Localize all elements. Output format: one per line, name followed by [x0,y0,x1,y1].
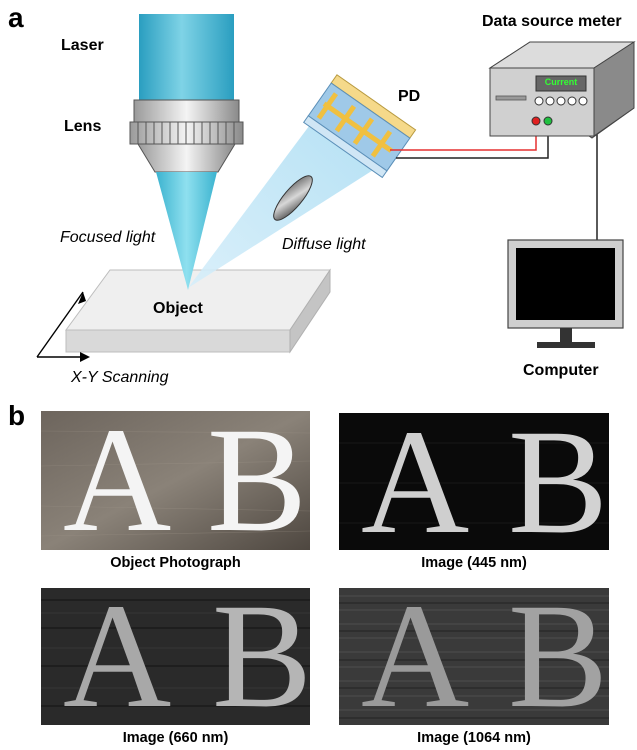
panel-a-letter: a [8,2,24,33]
lens-holder [129,99,244,173]
caption-445nm: Image (445 nm) [421,555,527,571]
laser-body [139,14,234,102]
label-data-source-meter: Data source meter [482,13,622,30]
setup-schematic [36,14,636,362]
caption-660nm: Image (660 nm) [122,730,229,746]
image-1064-letter-b: B [508,573,609,739]
image-object-photograph [41,411,310,550]
image-1064nm [339,588,609,725]
caption-object-photograph: Object Photograph [110,555,241,571]
panel-b-letter: b [8,400,26,431]
collection-lens [273,175,313,221]
label-focused-light: Focused light [60,229,156,246]
image-660-letter-a: A [63,573,172,739]
label-xy-scanning: X-Y Scanning [71,369,169,386]
xy-axes [36,291,88,358]
image-445nm [339,413,609,550]
photo-letter-b: B [207,397,308,563]
computer-monitor [507,239,624,348]
meter-display-text: Current [544,77,578,87]
label-object: Object [153,300,203,317]
focused-light-beam [156,172,217,290]
label-diffuse-light: Diffuse light [282,236,366,253]
image-660-letter-b: B [212,573,313,739]
label-pd: PD [398,88,421,105]
photo-letter-a: A [63,397,172,563]
image-660nm [41,588,310,725]
image-445-letter-a: A [361,399,470,565]
image-1064-letter-a: A [361,573,470,739]
wire-black [396,126,549,159]
caption-1064nm: Image (1064 nm) [417,730,531,746]
photodetector [302,74,417,179]
data-source-meter [488,41,636,139]
image-445-letter-b: B [508,399,609,565]
label-laser: Laser [61,37,104,54]
label-computer: Computer [523,362,599,379]
object-block [65,268,331,354]
label-lens: Lens [64,118,102,135]
